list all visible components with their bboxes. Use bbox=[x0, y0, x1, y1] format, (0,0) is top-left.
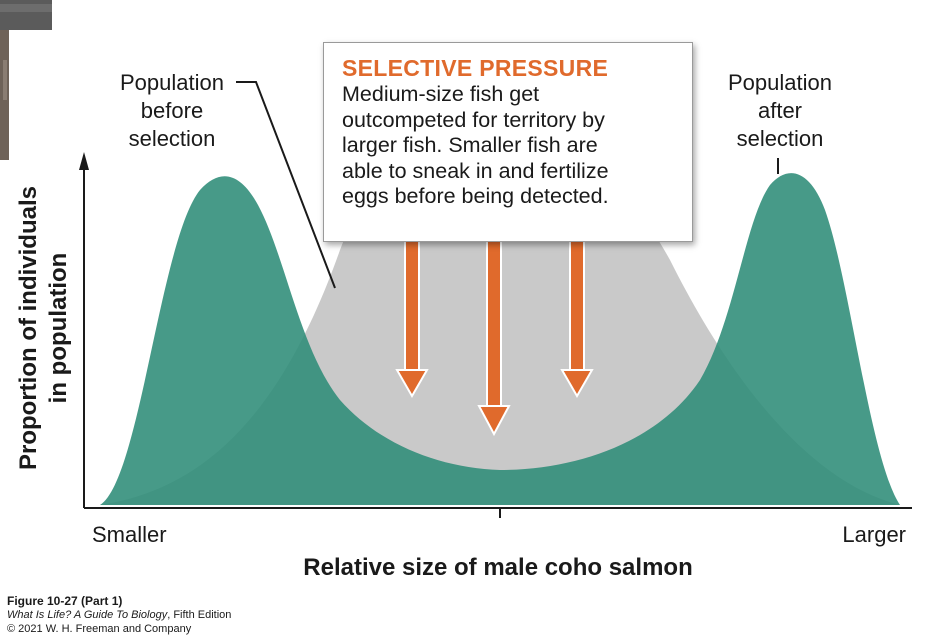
svg-text:in population: in population bbox=[45, 253, 72, 404]
selective-pressure-callout: SELECTIVE PRESSURE Medium-size fish get … bbox=[323, 42, 693, 242]
caption-book-title: What Is Life? A Guide To Biology bbox=[7, 609, 168, 621]
caption-figure-number: Figure 10-27 (Part 1) bbox=[7, 594, 123, 608]
callout-text: Medium-size fish get outcompeted for ter… bbox=[342, 82, 609, 208]
before-selection-label: Population before selection bbox=[120, 70, 224, 151]
svg-text:Population: Population bbox=[120, 70, 224, 95]
caption-book-edition: , Fifth Edition bbox=[167, 609, 232, 621]
pressure-arrow-left bbox=[395, 237, 429, 399]
photo-fragment bbox=[0, 0, 52, 160]
y-axis-arrowhead bbox=[79, 152, 89, 170]
after-selection-curve bbox=[100, 173, 900, 506]
pressure-arrow-center bbox=[477, 237, 511, 437]
svg-text:selection: selection bbox=[737, 126, 824, 151]
x-tick-smaller: Smaller bbox=[92, 522, 167, 547]
x-axis-label: Relative size of male coho salmon bbox=[303, 554, 692, 581]
svg-text:selection: selection bbox=[129, 126, 216, 151]
after-selection-label: Population after selection bbox=[728, 70, 832, 151]
svg-text:after: after bbox=[758, 98, 802, 123]
before-label-leader bbox=[236, 81, 336, 289]
svg-text:Population: Population bbox=[728, 70, 832, 95]
svg-text:before: before bbox=[141, 98, 203, 123]
figure-caption: Figure 10-27 (Part 1) What Is Life? A Gu… bbox=[7, 594, 231, 636]
caption-book-line: What Is Life? A Guide To Biology, Fifth … bbox=[7, 608, 231, 622]
y-axis-label: Proportion of individuals in population bbox=[15, 186, 72, 470]
x-tick-larger: Larger bbox=[842, 522, 906, 547]
svg-text:Proportion of individuals: Proportion of individuals bbox=[15, 186, 42, 470]
caption-copyright: © 2021 W. H. Freeman and Company bbox=[7, 623, 192, 635]
callout-title: SELECTIVE PRESSURE bbox=[342, 55, 609, 81]
